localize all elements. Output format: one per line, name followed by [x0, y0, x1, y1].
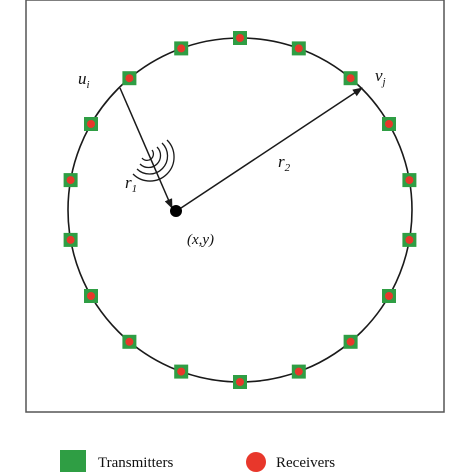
receiver-node — [177, 367, 186, 376]
legend: Transmitters Receivers — [60, 450, 335, 472]
receiver-node — [294, 367, 303, 376]
legend-receivers-label: Receivers — [276, 455, 335, 471]
receiver-node — [294, 44, 303, 53]
r1-label: r1 — [125, 173, 137, 195]
source-point — [170, 205, 182, 217]
legend-receiver-swatch — [246, 452, 266, 472]
receiver-node — [346, 337, 355, 346]
legend-transmitter-swatch — [60, 450, 86, 472]
receiver-node — [236, 34, 244, 42]
receiver-node — [177, 44, 186, 53]
receiver-node — [346, 74, 355, 83]
receiver-node — [66, 176, 75, 185]
receiver-node — [385, 292, 393, 300]
sensor-nodes — [63, 31, 417, 389]
receiver-node — [87, 120, 95, 128]
source-label: (x,y) — [187, 232, 214, 248]
r2-label: r2 — [278, 152, 291, 174]
receiver-node-label: vj — [375, 66, 386, 88]
transmitter-node-label: ui — [78, 69, 90, 91]
receiver-node — [405, 176, 414, 185]
r2-arrow — [177, 87, 363, 211]
receiver-node — [385, 120, 393, 128]
receiver-node — [405, 235, 414, 244]
receiver-node — [125, 337, 134, 346]
legend-transmitters-label: Transmitters — [98, 455, 173, 471]
receiver-node — [125, 74, 134, 83]
signal-wave-icon — [132, 139, 175, 182]
plot-frame — [25, 0, 445, 413]
receiver-node — [236, 378, 244, 386]
r1-arrow — [119, 87, 173, 209]
receiver-node — [66, 235, 75, 244]
receiver-node — [87, 292, 95, 300]
